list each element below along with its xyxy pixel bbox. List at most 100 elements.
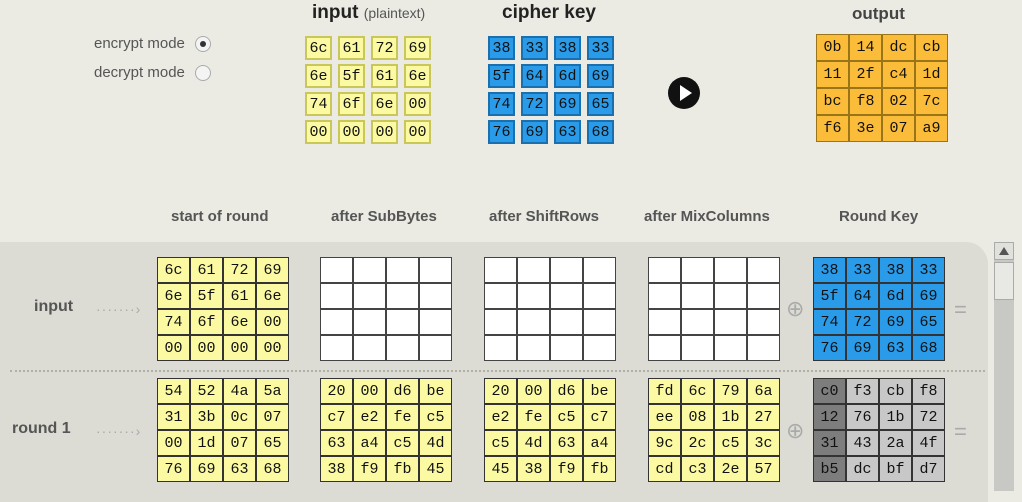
state-cell: 72 xyxy=(223,257,256,283)
cipher-key-cell[interactable]: 69 xyxy=(521,120,548,144)
state-cell: f8 xyxy=(912,378,945,404)
cipher-key-cell[interactable]: 69 xyxy=(587,64,614,88)
plaintext-cell[interactable]: 5f xyxy=(338,64,365,88)
output-cell: c4 xyxy=(882,61,915,88)
plaintext-cell[interactable]: 6e xyxy=(371,92,398,116)
state-cell: 31 xyxy=(157,404,190,430)
state-cell: cb xyxy=(879,378,912,404)
cipher-key-cell[interactable]: 76 xyxy=(488,120,515,144)
state-cell: c7 xyxy=(320,404,353,430)
encrypt-mode-option[interactable]: encrypt mode xyxy=(94,35,211,52)
cipher-key-cell[interactable]: 65 xyxy=(587,92,614,116)
encrypt-mode-label: encrypt mode xyxy=(94,35,185,52)
state-cell: 0c xyxy=(223,404,256,430)
output-cell: 14 xyxy=(849,34,882,61)
cipher-key-cell[interactable]: 74 xyxy=(488,92,515,116)
run-button[interactable] xyxy=(668,77,700,109)
state-cell: 1d xyxy=(190,430,223,456)
plaintext-cell[interactable]: 6e xyxy=(404,64,431,88)
round-separator xyxy=(10,370,985,372)
state-cell: f9 xyxy=(550,456,583,482)
state-cell: 5f xyxy=(813,283,846,309)
state-cell: fb xyxy=(386,456,419,482)
plaintext-cell[interactable]: 72 xyxy=(371,36,398,60)
state-cell xyxy=(353,257,386,283)
decrypt-mode-option[interactable]: decrypt mode xyxy=(94,64,211,81)
cipher-key-cell[interactable]: 63 xyxy=(554,120,581,144)
state-cell: 00 xyxy=(157,335,190,361)
state-cell: 68 xyxy=(256,456,289,482)
state-cell: 00 xyxy=(223,335,256,361)
state-cell xyxy=(681,335,714,361)
state-cell xyxy=(419,309,452,335)
cipher-key-cell[interactable]: 64 xyxy=(521,64,548,88)
state-cell xyxy=(484,335,517,361)
state-cell xyxy=(747,283,780,309)
plaintext-cell[interactable]: 61 xyxy=(338,36,365,60)
state-cell: 45 xyxy=(484,456,517,482)
state-cell: 65 xyxy=(912,309,945,335)
state-cell: 08 xyxy=(681,404,714,430)
cipher-key-cell[interactable]: 33 xyxy=(587,36,614,60)
state-cell xyxy=(747,257,780,283)
cipher-key-cell[interactable]: 68 xyxy=(587,120,614,144)
plaintext-cell[interactable]: 6f xyxy=(338,92,365,116)
state-cell: 31 xyxy=(813,430,846,456)
state-cell xyxy=(386,257,419,283)
plaintext-cell[interactable]: 6c xyxy=(305,36,332,60)
state-cell: 72 xyxy=(912,404,945,430)
plaintext-cell[interactable]: 00 xyxy=(338,120,365,144)
cipher-key-cell[interactable]: 38 xyxy=(488,36,515,60)
state-cell: 00 xyxy=(256,335,289,361)
state-cell: 72 xyxy=(846,309,879,335)
xor-icon: ⊕ xyxy=(786,296,805,321)
state-cell xyxy=(550,257,583,283)
round0-shiftrows-grid xyxy=(484,257,616,361)
plaintext-cell[interactable]: 69 xyxy=(404,36,431,60)
round0-mixcolumns-grid xyxy=(648,257,780,361)
state-cell xyxy=(648,335,681,361)
cipher-key-cell[interactable]: 6d xyxy=(554,64,581,88)
plaintext-cell[interactable]: 00 xyxy=(371,120,398,144)
state-cell: 6c xyxy=(681,378,714,404)
scrollbar-track[interactable] xyxy=(994,242,1014,491)
state-cell: 2c xyxy=(681,430,714,456)
state-cell: e2 xyxy=(353,404,386,430)
state-cell xyxy=(583,257,616,283)
state-cell: 4d xyxy=(419,430,452,456)
state-cell: 61 xyxy=(190,257,223,283)
state-cell: ee xyxy=(648,404,681,430)
output-cell: f8 xyxy=(849,88,882,115)
state-cell: 6d xyxy=(879,283,912,309)
cipher-key-cell[interactable]: 69 xyxy=(554,92,581,116)
scrollbar-thumb[interactable] xyxy=(994,262,1014,300)
plaintext-cell[interactable]: 61 xyxy=(371,64,398,88)
plaintext-cell[interactable]: 00 xyxy=(305,120,332,144)
state-cell: 3b xyxy=(190,404,223,430)
state-cell: 45 xyxy=(419,456,452,482)
scroll-up-button[interactable] xyxy=(994,242,1014,260)
state-cell xyxy=(714,335,747,361)
state-cell: c0 xyxy=(813,378,846,404)
state-cell: 20 xyxy=(320,378,353,404)
state-cell: d6 xyxy=(550,378,583,404)
output-cell: 2f xyxy=(849,61,882,88)
col-after-subbytes: after SubBytes xyxy=(331,208,437,225)
state-cell xyxy=(550,335,583,361)
state-cell: 57 xyxy=(747,456,780,482)
cipher-key-cell[interactable]: 72 xyxy=(521,92,548,116)
plaintext-cell[interactable]: 00 xyxy=(404,120,431,144)
state-cell xyxy=(419,257,452,283)
decrypt-mode-radio[interactable] xyxy=(194,64,211,81)
plaintext-cell[interactable]: 00 xyxy=(404,92,431,116)
cipher-key-cell[interactable]: 5f xyxy=(488,64,515,88)
cipher-key-cell[interactable]: 33 xyxy=(521,36,548,60)
encrypt-mode-radio[interactable] xyxy=(194,35,211,52)
plaintext-cell[interactable]: 6e xyxy=(305,64,332,88)
plaintext-cell[interactable]: 74 xyxy=(305,92,332,116)
state-cell: 5f xyxy=(190,283,223,309)
cipher-key-cell[interactable]: 38 xyxy=(554,36,581,60)
